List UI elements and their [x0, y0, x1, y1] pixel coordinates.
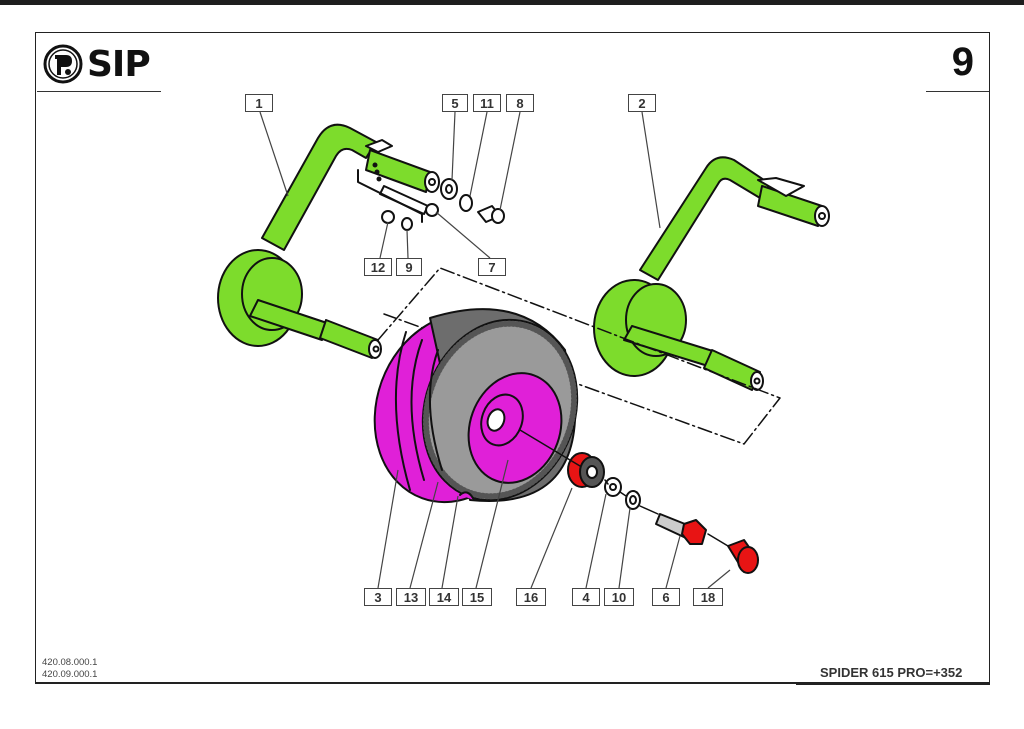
callout-11: 11: [473, 94, 501, 112]
page-number-divider: [926, 91, 989, 92]
page-number: 9: [951, 40, 974, 84]
bearing-part-16: [567, 452, 605, 488]
brand-name: SIP: [87, 43, 151, 85]
callout-6: 6: [652, 588, 680, 606]
spring-washer-part-11: [459, 194, 473, 212]
callout-1: 1: [245, 94, 273, 112]
callout-8: 8: [506, 94, 534, 112]
washer-part-4: [604, 477, 622, 497]
bolt-part-6: [655, 513, 707, 545]
callout-5: 5: [442, 94, 468, 112]
left-arm-part-1: [217, 123, 440, 359]
callout-14: 14: [429, 588, 459, 606]
bolt-part-8: [477, 205, 505, 224]
callout-3: 3: [364, 588, 392, 606]
callout-10: 10: [604, 588, 634, 606]
callout-7: 7: [478, 258, 506, 276]
page-frame: [35, 32, 990, 684]
brand-logo: SIP: [42, 42, 151, 86]
callout-13: 13: [396, 588, 426, 606]
callout-9: 9: [396, 258, 422, 276]
nut-part-12: [381, 210, 395, 224]
part-codes: 420.08.000.1 420.09.000.1: [42, 657, 97, 681]
bolt-part-7: [357, 169, 439, 223]
cap-part-18: [727, 539, 759, 574]
logo-divider: [37, 91, 161, 92]
wheel-assembly: [373, 308, 579, 504]
top-bar: [0, 0, 1024, 5]
washer-part-9: [401, 217, 413, 231]
right-arm-part-2: [593, 156, 830, 391]
callout-15: 15: [462, 588, 492, 606]
model-divider: [796, 682, 990, 685]
brand-emblem-icon: [43, 44, 83, 84]
callout-4: 4: [572, 588, 600, 606]
part-code: 420.08.000.1: [42, 657, 98, 668]
model-name: SPIDER 615 PRO=+352: [820, 665, 963, 680]
callout-16: 16: [516, 588, 546, 606]
washer-part-5: [440, 178, 458, 200]
leader-lines: [259, 111, 731, 589]
callout-18: 18: [693, 588, 723, 606]
callout-12: 12: [364, 258, 392, 276]
callout-2: 2: [628, 94, 656, 112]
part-code: 420.09.000.1: [42, 669, 98, 680]
washer-part-10: [625, 490, 641, 510]
